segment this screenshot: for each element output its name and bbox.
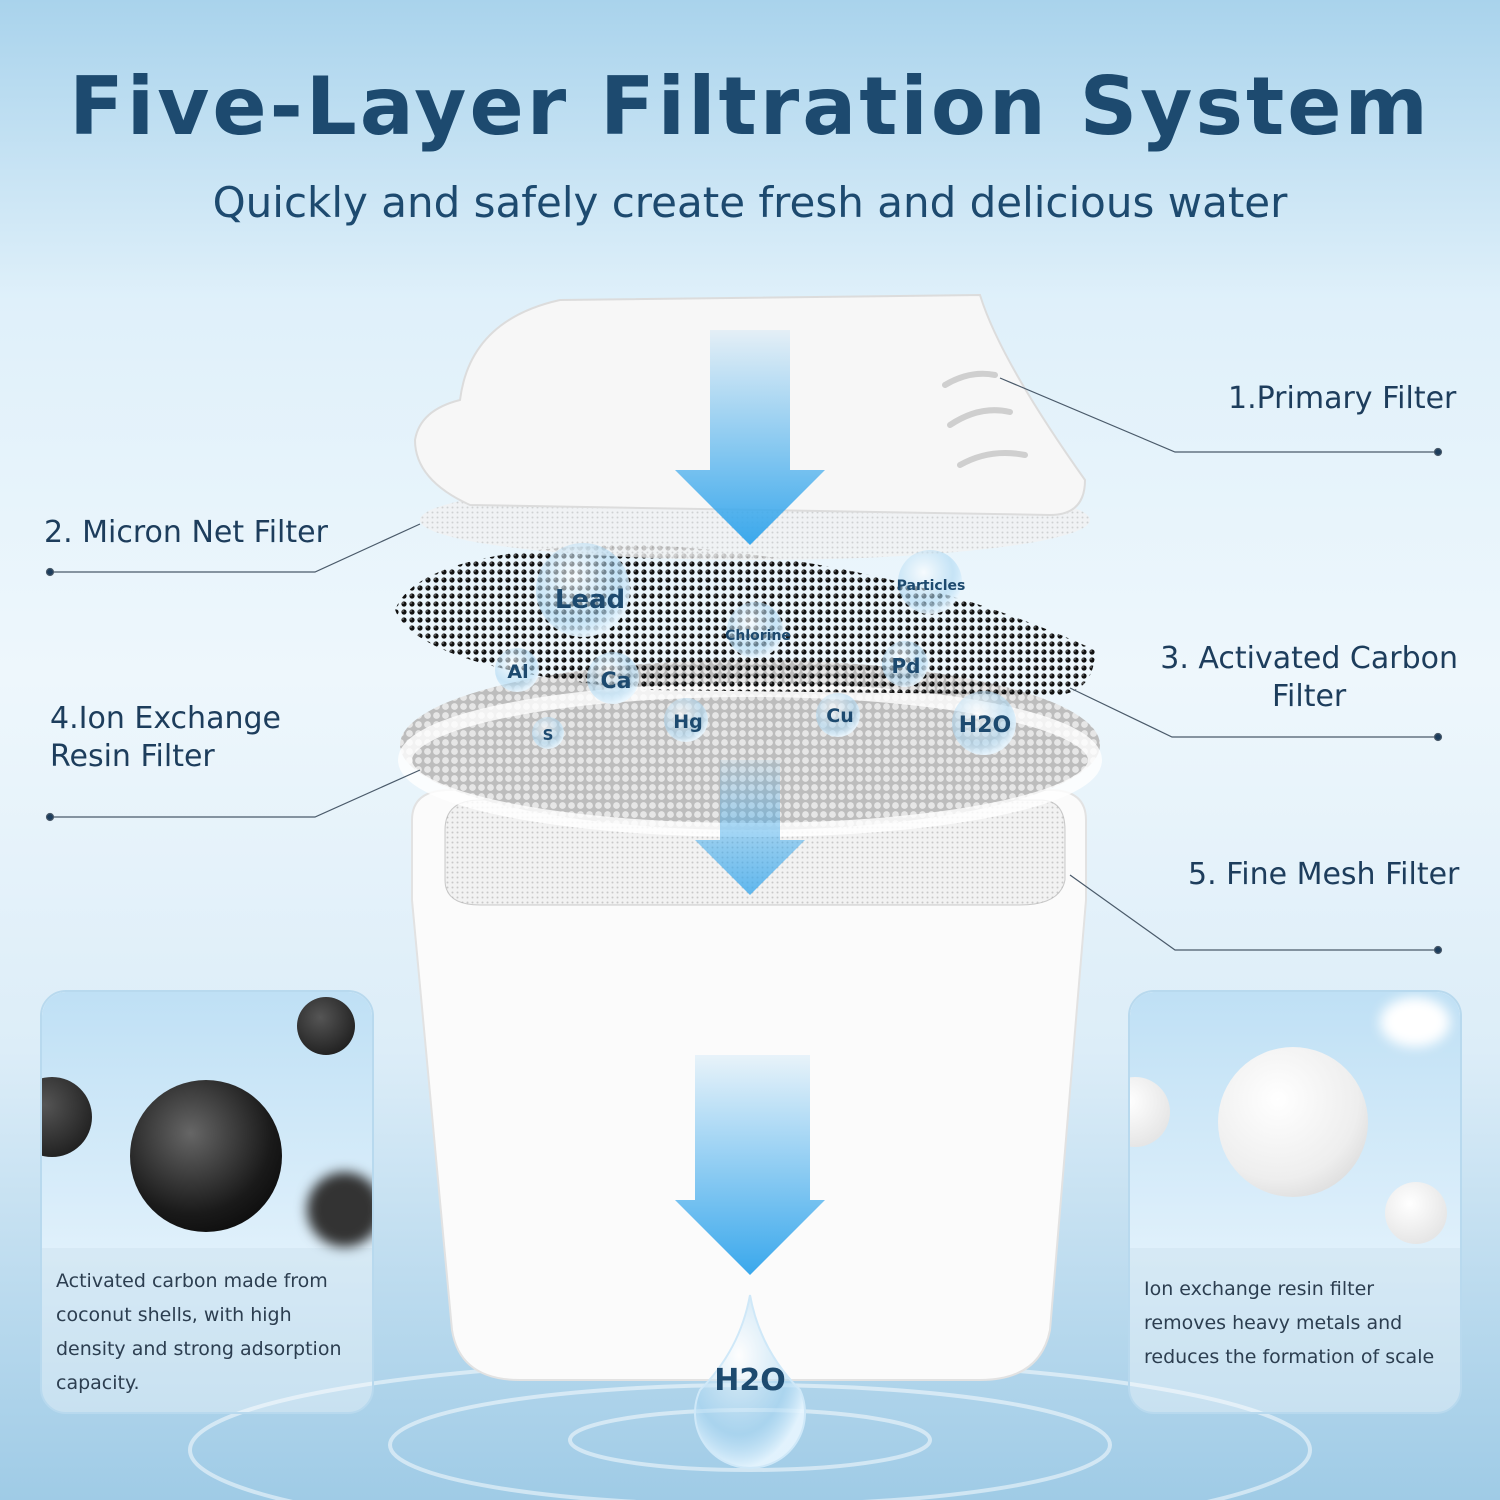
flow-arrow-middle	[695, 760, 805, 895]
bubble-chlorine: Chlorine	[725, 602, 791, 658]
resin-info-text: Ion exchange resin filter removes heavy …	[1144, 1278, 1435, 1368]
svg-text:Particles: Particles	[897, 578, 966, 594]
svg-text:Al: Al	[507, 661, 528, 683]
bubble-particles: Particles	[897, 550, 966, 614]
leader-lines	[45, 377, 1443, 955]
drop-label: H2O	[714, 1363, 785, 1398]
svg-text:Pd: Pd	[892, 654, 921, 678]
bubble-al: Al	[495, 648, 539, 692]
bubble-pd: Pd	[882, 641, 928, 687]
label-line: Resin Filter	[50, 739, 215, 774]
svg-text:Chlorine: Chlorine	[725, 628, 791, 644]
label-fine-mesh-filter: 5. Fine Mesh Filter	[1188, 857, 1460, 892]
bubble-lead: Lead	[536, 543, 630, 637]
resin-spheres-image	[1130, 992, 1460, 1248]
label-ion-exchange-filter: 4.Ion Exchange Resin Filter	[50, 700, 281, 776]
bubble-cu: Cu	[816, 693, 860, 737]
flow-arrow-top	[675, 330, 825, 545]
bubble-ca: Ca	[587, 652, 639, 704]
label-line: Filter	[1271, 679, 1347, 714]
label-line: 4.Ion Exchange	[50, 701, 281, 736]
flow-arrow-bottom	[675, 1055, 825, 1275]
label-micron-net-filter: 2. Micron Net Filter	[44, 515, 328, 550]
svg-text:Ca: Ca	[601, 669, 632, 694]
page-subtitle: Quickly and safely create fresh and deli…	[212, 178, 1288, 227]
resin-info-panel: Ion exchange resin filter removes heavy …	[1128, 990, 1462, 1414]
water-drop	[694, 1294, 806, 1469]
carbon-spheres-image	[42, 992, 372, 1248]
svg-text:Hg: Hg	[673, 711, 703, 733]
carbon-info-panel: Activated carbon made from coconut shell…	[40, 990, 374, 1414]
svg-text:Cu: Cu	[826, 705, 853, 727]
svg-text:H2O: H2O	[959, 713, 1011, 738]
carbon-info-text: Activated carbon made from coconut shell…	[56, 1270, 342, 1394]
svg-text:Lead: Lead	[555, 585, 625, 615]
label-activated-carbon-filter: 3. Activated Carbon Filter	[1160, 640, 1458, 716]
bubble-s: S	[532, 717, 564, 749]
label-line: 3. Activated Carbon	[1160, 641, 1458, 676]
bubble-hg: Hg	[664, 698, 708, 742]
bubble-h2o: H2O	[952, 691, 1016, 755]
label-primary-filter: 1.Primary Filter	[1228, 381, 1457, 416]
page-title: Five-Layer Filtration System	[69, 60, 1431, 153]
svg-text:S: S	[543, 726, 554, 744]
